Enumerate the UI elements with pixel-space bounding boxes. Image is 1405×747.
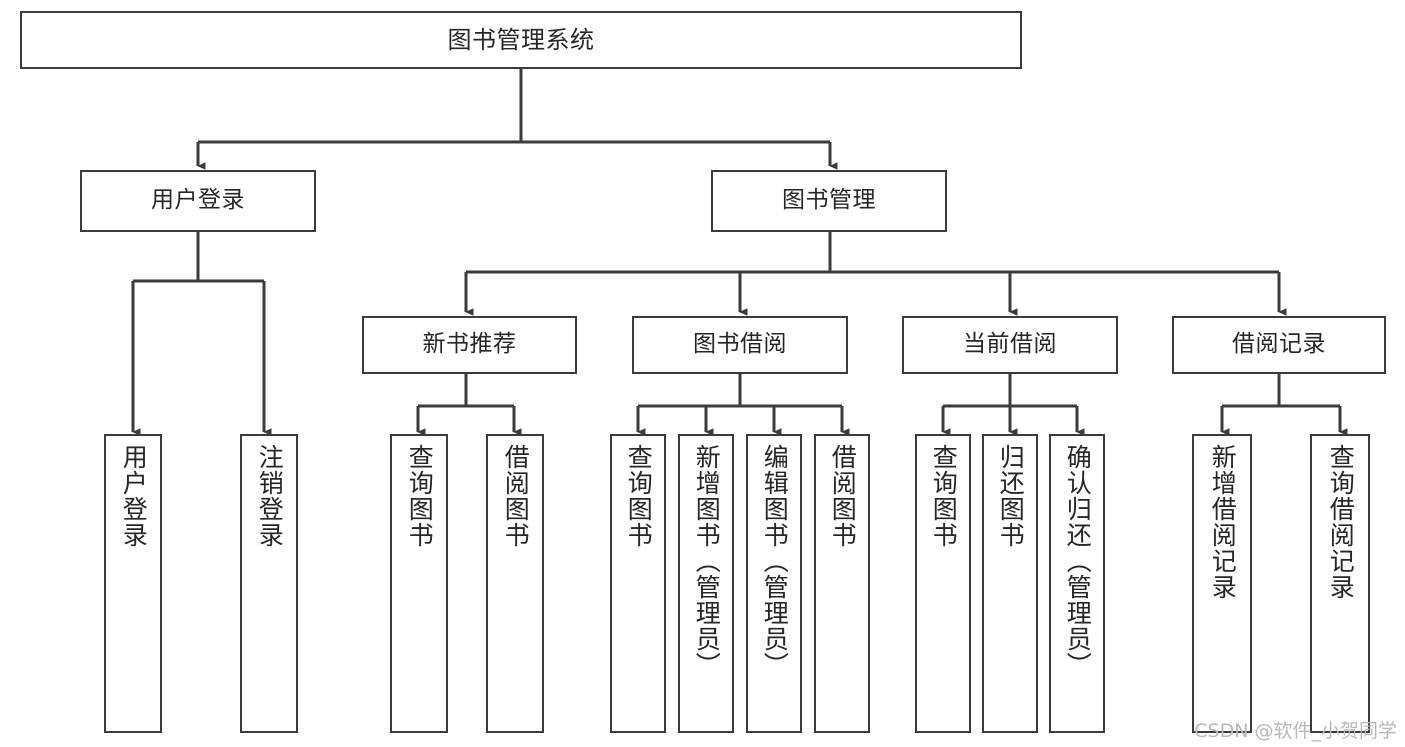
node-current-borrow[interactable]: 当前借阅 [902,316,1118,374]
node-book-borrow[interactable]: 图书借阅 [632,316,848,374]
node-leaf-query-book-3-label: 查询图书 [929,444,959,548]
node-leaf-add-book[interactable]: 新增图书（管理员） [678,434,734,733]
node-leaf-edit-book[interactable]: 编辑图书（管理员） [746,434,802,733]
node-leaf-query-book-1-label: 查询图书 [405,444,435,548]
node-leaf-logout[interactable]: 注销登录 [240,434,298,733]
node-new-book-rec-label: 新书推荐 [422,331,517,358]
node-leaf-confirm-return[interactable]: 确认归还（管理员） [1049,434,1105,733]
node-leaf-borrow-book-2[interactable]: 借阅图书 [814,434,870,733]
node-leaf-confirm-return-label: 确认归还（管理员） [1063,444,1093,678]
node-root-label: 图书管理系统 [447,25,595,54]
node-borrow-record-label: 借阅记录 [1232,331,1326,358]
node-new-book-rec[interactable]: 新书推荐 [362,316,577,374]
node-leaf-query-book-2-label: 查询图书 [624,444,654,548]
node-root[interactable]: 图书管理系统 [20,11,1022,69]
node-user-login[interactable]: 用户登录 [80,170,316,232]
node-leaf-query-record-label: 查询借阅记录 [1326,444,1356,600]
node-leaf-borrow-book-1[interactable]: 借阅图书 [486,434,544,733]
watermark: CSDN @软件_小贺同学 [1194,720,1397,742]
node-user-login-label: 用户登录 [151,187,245,214]
node-leaf-user-login-label: 用户登录 [119,444,149,548]
node-current-borrow-label: 当前借阅 [963,331,1057,358]
node-leaf-edit-book-label: 编辑图书（管理员） [760,444,790,678]
node-book-manage-label: 图书管理 [782,187,876,214]
node-book-manage[interactable]: 图书管理 [711,170,947,232]
node-leaf-add-record-label: 新增借阅记录 [1208,444,1238,600]
node-leaf-return-book[interactable]: 归还图书 [982,434,1038,733]
node-leaf-borrow-book-1-label: 借阅图书 [501,444,531,548]
node-leaf-query-book-1[interactable]: 查询图书 [390,434,448,733]
node-leaf-return-book-label: 归还图书 [996,444,1026,548]
node-leaf-query-book-2[interactable]: 查询图书 [610,434,666,733]
node-leaf-borrow-book-2-label: 借阅图书 [828,444,858,548]
node-leaf-user-login[interactable]: 用户登录 [104,434,162,733]
node-leaf-query-book-3[interactable]: 查询图书 [915,434,971,733]
node-borrow-record[interactable]: 借阅记录 [1172,316,1386,374]
node-leaf-add-book-label: 新增图书（管理员） [692,444,722,678]
node-leaf-query-record[interactable]: 查询借阅记录 [1310,434,1370,733]
node-leaf-add-record[interactable]: 新增借阅记录 [1192,434,1252,733]
node-leaf-logout-label: 注销登录 [255,444,285,548]
node-book-borrow-label: 图书借阅 [693,331,787,358]
